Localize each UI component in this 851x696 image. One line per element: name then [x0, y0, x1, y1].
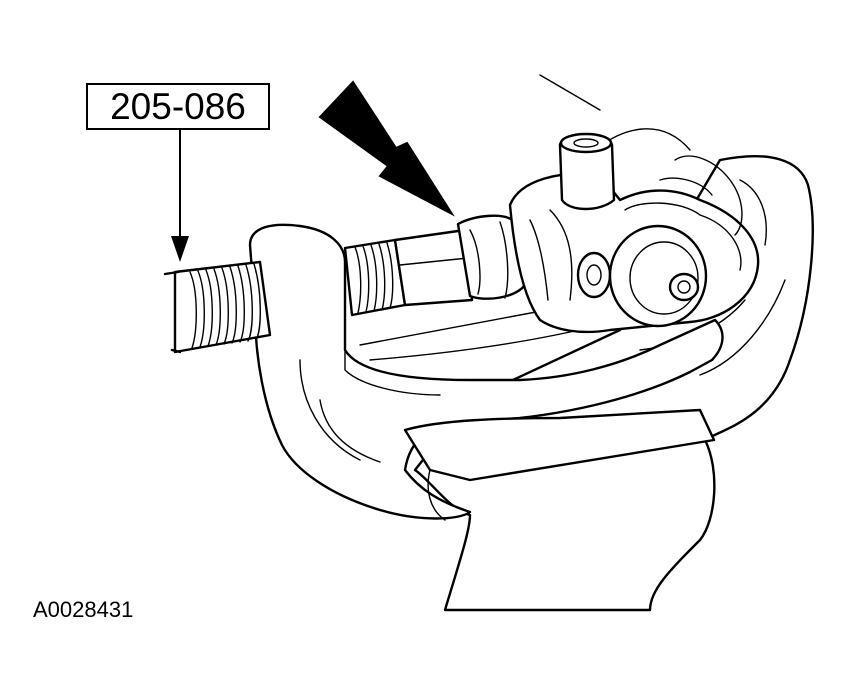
figure-id: A0028431 — [33, 597, 133, 622]
leader-arrowhead — [171, 236, 189, 262]
callout-box — [86, 83, 270, 130]
c-frame — [248, 223, 724, 521]
tool-number-label: 205-086 — [110, 86, 246, 127]
ball-joint-housing — [508, 132, 760, 334]
forcing-screw — [163, 260, 272, 354]
indicator-arrow — [318, 80, 455, 217]
steering-knuckle — [413, 74, 814, 612]
press-threads — [343, 228, 474, 317]
tool-callout: 205-086 — [86, 83, 270, 262]
